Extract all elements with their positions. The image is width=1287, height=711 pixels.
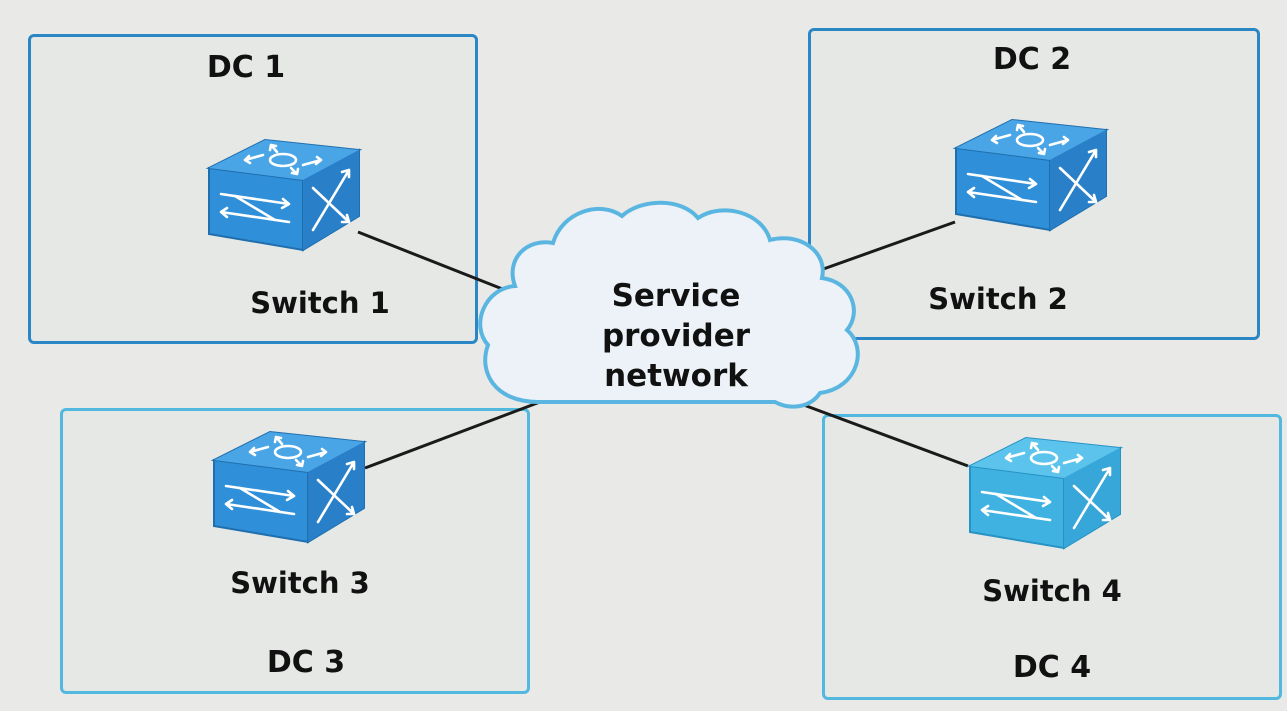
cloud-line-1: Service bbox=[611, 278, 741, 314]
switch2-label: Switch 2 bbox=[928, 282, 1068, 316]
link-switch3-cloud bbox=[364, 400, 541, 470]
dc1-label: DC 1 bbox=[206, 50, 286, 85]
link-switch4-cloud bbox=[792, 399, 969, 468]
switch4-icon bbox=[966, 434, 1124, 552]
cloud-line-2: provider bbox=[601, 318, 751, 354]
switch1-label: Switch 1 bbox=[250, 286, 390, 320]
cloud-line-3: network bbox=[604, 358, 748, 394]
switch2-icon bbox=[952, 116, 1110, 234]
switch3-label: Switch 3 bbox=[230, 566, 370, 600]
cloud-shape bbox=[478, 200, 860, 409]
link-switch1-cloud bbox=[357, 230, 506, 292]
switch4-label: Switch 4 bbox=[982, 574, 1122, 608]
link-switch2-cloud bbox=[814, 220, 956, 274]
switch1-icon bbox=[205, 136, 363, 254]
cloud-label: Service provider network bbox=[602, 276, 750, 396]
dc3-label: DC 3 bbox=[266, 645, 346, 680]
dc4-label: DC 4 bbox=[1012, 650, 1092, 685]
dc2-label: DC 2 bbox=[992, 42, 1072, 77]
switch3-icon bbox=[210, 428, 368, 546]
